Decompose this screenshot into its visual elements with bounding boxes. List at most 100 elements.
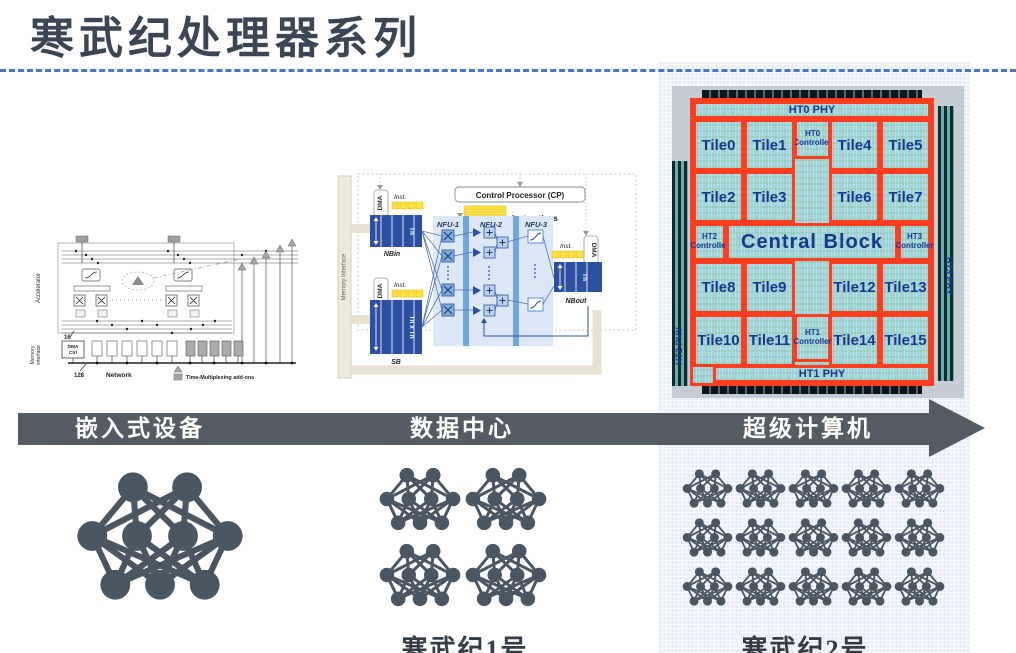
network-bus-dots xyxy=(95,361,294,365)
ht2-controller: HT2 Controller xyxy=(690,223,729,261)
ht1-controller-label: HT1 Controller xyxy=(793,328,832,346)
tile: Tile0 xyxy=(693,119,744,171)
network-icon xyxy=(681,566,734,607)
svg-text:Inst.: Inst. xyxy=(394,194,406,201)
tile: Tile5 xyxy=(880,119,931,171)
data-pipes xyxy=(351,224,602,375)
svg-text:NFU-2: NFU-2 xyxy=(480,220,503,229)
die-core: HT0 PHY HT0 Controller Tile0 Tile1 Tile2… xyxy=(690,98,934,386)
central-block: Central Block xyxy=(726,223,898,261)
legend-time-multiplexing: Time-Multiplexing add-ons xyxy=(173,365,254,381)
tile: Tile15 xyxy=(880,314,931,367)
title-underline-divider xyxy=(0,69,1016,72)
tile: Tile4 xyxy=(829,119,880,171)
svg-text:SB: SB xyxy=(391,359,401,366)
tile: Tile1 xyxy=(744,119,795,171)
sigmoid-units xyxy=(81,268,193,282)
quadrant-top-right: Tile4 Tile5 Tile6 Tile7 xyxy=(829,119,931,223)
network-icon xyxy=(787,517,840,558)
bus-junction-dots xyxy=(74,249,268,265)
tile: Tile14 xyxy=(829,314,880,367)
tile: Tile12 xyxy=(829,261,880,314)
weight-latches xyxy=(75,309,200,318)
network-icon xyxy=(787,468,840,509)
svg-text:Ctrl: Ctrl xyxy=(69,350,77,356)
network-icon-single xyxy=(72,461,248,611)
accelerator-label: Accelerator xyxy=(36,273,42,303)
network-icon xyxy=(681,517,734,558)
central-block-label: Central Block xyxy=(741,230,883,253)
diannao-architecture-diagram: Memory Interface Control Processor (CP) … xyxy=(337,173,637,379)
network-icon xyxy=(734,566,787,607)
nfu1-multipliers xyxy=(441,229,455,317)
tile: Tile3 xyxy=(744,171,795,223)
top-pads xyxy=(75,235,181,243)
svg-text:NFU-3: NFU-3 xyxy=(525,220,548,229)
network-icon xyxy=(734,468,787,509)
ht3-controller: HT3 Controller xyxy=(895,223,934,261)
quadrant-top-left: Tile0 Tile1 Tile2 Tile3 xyxy=(693,119,795,223)
dma-ctrl-box: DMA Ctrl xyxy=(61,340,85,359)
stage-arrow-head xyxy=(929,399,985,457)
feedback-path xyxy=(483,306,589,337)
svg-text:Control Processor (CP): Control Processor (CP) xyxy=(476,191,565,200)
bus128-label: 128 xyxy=(74,373,85,379)
ht2-controller-label: HT2 Controller xyxy=(690,232,729,250)
lower-bus-lines xyxy=(62,320,232,334)
svg-text:DMA: DMA xyxy=(377,195,384,210)
network-icon xyxy=(378,542,462,608)
nfu3-sigmoids xyxy=(527,229,544,312)
control-processor-box: Control Processor (CP) xyxy=(454,186,586,203)
ht0-phy-band: HT0 PHY xyxy=(693,101,931,119)
network-icon xyxy=(378,466,462,532)
network-icon xyxy=(893,566,946,607)
fanout-lines xyxy=(421,230,555,328)
stage-label-datacenter: 数据中心 xyxy=(410,416,514,441)
network-icon xyxy=(464,542,548,608)
network-icon xyxy=(464,466,548,532)
ht3-phy-strip xyxy=(938,106,954,381)
tile: Tile7 xyxy=(880,171,931,223)
tile: Tile13 xyxy=(880,261,931,314)
lower-bus-dots xyxy=(95,319,217,335)
addon-columns xyxy=(237,238,297,363)
nbout-group: Inst. DMA Tn NBout xyxy=(551,235,602,305)
ht1-controller: HT1 Controller xyxy=(793,314,832,362)
ht0-controller-label: HT0 Controller xyxy=(793,129,832,147)
quadrant-bottom-left: Tile8 Tile9 Tile10 Tile11 xyxy=(693,261,795,367)
embedded-accelerator-schematic: Accelerator Memory interface xyxy=(30,235,298,381)
ht0-phy-label: HT0 PHY xyxy=(788,104,836,116)
tile: Tile9 xyxy=(744,261,795,314)
network-icon xyxy=(893,468,946,509)
network-icon-grid-2x2 xyxy=(377,461,549,613)
network-label: Network xyxy=(106,372,132,379)
control-link-arrows xyxy=(377,182,589,236)
ht2-phy-strip xyxy=(672,161,688,386)
bond-pad-strip-top xyxy=(702,90,922,98)
tile: Tile2 xyxy=(693,171,744,223)
stage-label-embedded: 嵌入式设备 xyxy=(75,416,205,441)
caption-cambricon-2: 寒武纪2号 xyxy=(741,635,869,653)
tile: Tile10 xyxy=(693,314,744,367)
quadrant-bottom-right: Tile12 Tile13 Tile14 Tile15 xyxy=(829,261,931,367)
svg-text:Inst.: Inst. xyxy=(394,282,406,289)
ht0-controller: HT0 Controller xyxy=(793,119,832,159)
bond-pad-strip-bottom xyxy=(702,386,922,394)
page-title: 寒武纪处理器系列 xyxy=(30,14,422,63)
svg-text:DMA: DMA xyxy=(68,344,79,350)
svg-text:Time-Multiplexing add-ons: Time-Multiplexing add-ons xyxy=(186,375,254,381)
memory-interface-bar: Memory Interface xyxy=(337,175,352,379)
nfu2-adder-tree xyxy=(473,226,509,317)
tile: Tile6 xyxy=(829,171,880,223)
svg-text:Tn: Tn xyxy=(581,273,588,281)
svg-text:DMA: DMA xyxy=(377,283,384,298)
top-bus-lines xyxy=(62,250,298,264)
sb-group: DMA Inst. Tn x Tn SB xyxy=(370,277,424,366)
tile: Tile8 xyxy=(693,261,744,314)
svg-text:DMA: DMA xyxy=(590,243,597,258)
network-icon xyxy=(840,566,893,607)
network-icon xyxy=(840,468,893,509)
network-icon xyxy=(840,517,893,558)
dadiannao-die-plot: HT2 PHY HT3 PHY HT0 PHY HT0 Controller T… xyxy=(672,86,964,398)
